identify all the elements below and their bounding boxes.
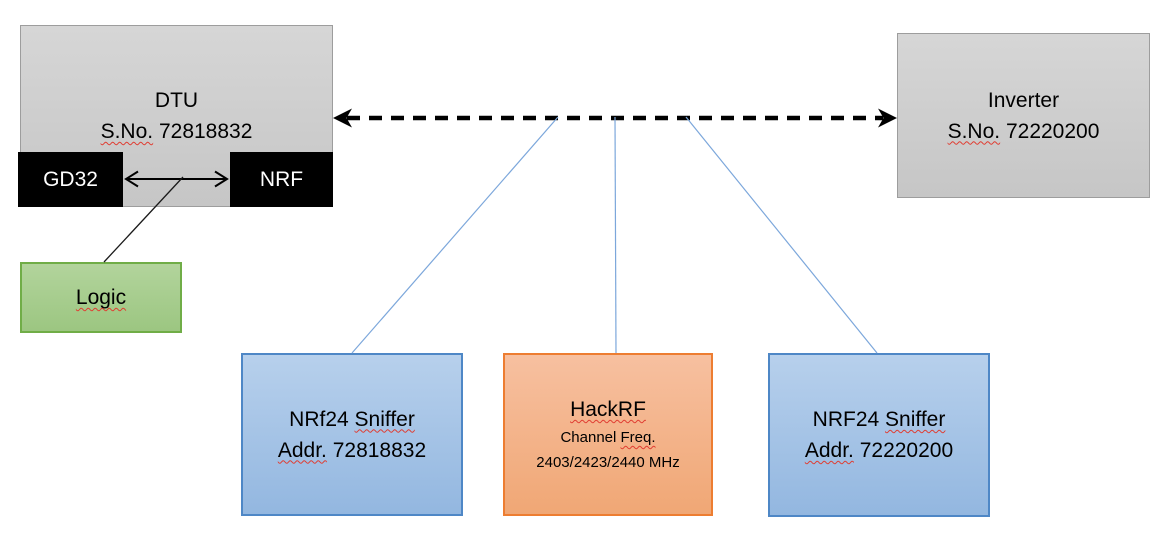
hackrf-freq-label: Channel Freq. bbox=[560, 425, 655, 450]
sniffer-left-title-word: Sniffer bbox=[354, 407, 415, 431]
hackrf-title: HackRF bbox=[570, 398, 646, 421]
sniffer-right-title-prefix: NRF24 bbox=[812, 408, 886, 431]
gd32-label: GD32 bbox=[43, 167, 98, 191]
dtu-inverter-dashed-arrow bbox=[333, 108, 897, 128]
sniffer-right-title: NRF24 Sniffer bbox=[813, 404, 946, 435]
sniffer-left-addr-value: 72818832 bbox=[326, 438, 427, 462]
hackrf-freq-prefix: Channel bbox=[560, 429, 621, 446]
inverter-serial-label: S.No. bbox=[947, 119, 1001, 143]
dtu-serial-label: S.No. bbox=[100, 120, 154, 143]
sniffer-right-title-word: Sniffer bbox=[885, 408, 946, 431]
hackrf-freq-word: Freq. bbox=[620, 429, 656, 446]
logic-label: Logic bbox=[75, 286, 127, 309]
sniffer-right-connector bbox=[685, 116, 878, 354]
sniffer-left-addr: Addr. 72818832 bbox=[278, 435, 426, 466]
sniffer-right-addr: Addr. 72220200 bbox=[805, 435, 953, 466]
hackrf-box: HackRF Channel Freq. 2403/2423/2440 MHz bbox=[503, 353, 713, 516]
hackrf-freq-values: 2403/2423/2440 MHz bbox=[536, 454, 680, 471]
sniffer-right-addr-label: Addr. bbox=[804, 439, 854, 462]
sniffer-right-box: NRF24 Sniffer Addr. 72220200 bbox=[768, 353, 990, 517]
gd32-box: GD32 bbox=[18, 152, 123, 207]
nrf-box: NRF bbox=[230, 152, 333, 207]
inverter-serial: S.No. 72220200 bbox=[948, 116, 1100, 147]
nrf-label: NRF bbox=[259, 167, 304, 191]
sniffer-left-title-prefix: NRf24 bbox=[289, 407, 355, 431]
sniffer-left-title: NRf24 Sniffer bbox=[289, 404, 415, 435]
sniffer-right-addr-value: 72220200 bbox=[853, 439, 954, 462]
inverter-serial-value: 72220200 bbox=[1000, 119, 1100, 143]
logic-box: Logic bbox=[20, 262, 182, 333]
arrowhead-left bbox=[333, 108, 352, 128]
dtu-serial: S.No. 72818832 bbox=[101, 116, 253, 147]
sniffer-left-box: NRf24 Sniffer Addr. 72818832 bbox=[241, 353, 463, 516]
dtu-serial-value: 72818832 bbox=[153, 120, 253, 143]
arrowhead-right bbox=[878, 108, 897, 128]
sniffer-left-connector bbox=[351, 116, 559, 354]
dtu-title: DTU bbox=[154, 89, 199, 112]
inverter-box: Inverter S.No. 72220200 bbox=[897, 33, 1150, 198]
hackrf-connector bbox=[614, 116, 617, 354]
inverter-title: Inverter bbox=[987, 88, 1060, 112]
sniffer-left-addr-label: Addr. bbox=[277, 438, 327, 462]
